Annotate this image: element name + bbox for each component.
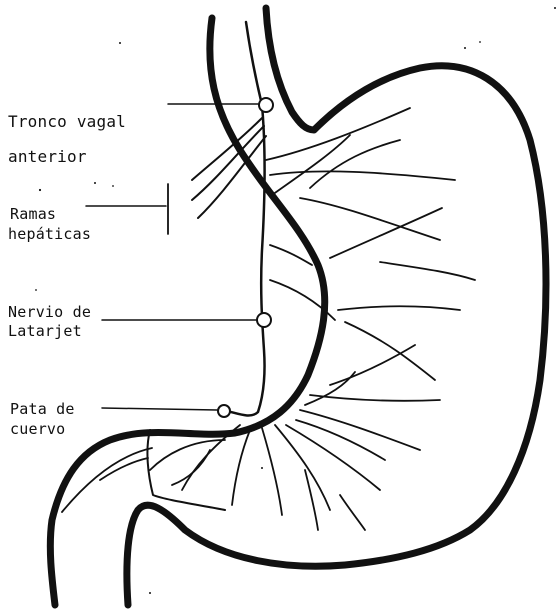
label-tronco-vagal-line1: Tronco vagal	[8, 112, 126, 131]
speckle-dot	[35, 289, 37, 291]
hepatic-branch-2	[192, 126, 264, 200]
speckle-dot	[94, 182, 96, 184]
gastric-branch-8	[338, 306, 460, 310]
antral-branch-9	[340, 495, 365, 530]
lesser-curvature-line	[147, 430, 225, 510]
label-nervio-line1: Nervio de	[8, 303, 91, 322]
latarjet-nerve-trunk	[222, 22, 265, 415]
speckle-dot	[119, 42, 121, 44]
speckle-dot	[39, 189, 41, 191]
antral-branch-7	[172, 450, 210, 485]
speckle-dot	[261, 467, 263, 469]
crow-foot-node	[218, 405, 230, 417]
antral-branch-8	[305, 470, 318, 530]
gastric-branch-12	[330, 345, 415, 385]
gastric-branch-1	[266, 108, 410, 160]
gastric-branch-13	[310, 395, 440, 401]
antral-branch-4	[275, 425, 330, 510]
speckle-dot	[464, 47, 466, 49]
gastric-branch-5	[310, 140, 400, 188]
label-ramas-line2: hepáticas	[8, 225, 91, 244]
gastric-branch-15	[305, 372, 355, 405]
label-pata-line2: cuervo	[10, 420, 65, 439]
label-pata-line1: Pata de	[10, 400, 75, 419]
gastric-branch-6	[330, 208, 442, 258]
esophagus-right-wall	[127, 8, 546, 605]
antral-branch-2	[232, 430, 250, 505]
label-nervio-line2: Latarjet	[8, 322, 82, 341]
speckle-dot	[149, 592, 151, 594]
pylorus-inner-line-1	[62, 448, 152, 512]
antral-branch-10	[150, 440, 225, 470]
label-ramas-line1: Ramas	[10, 205, 56, 224]
gastric-branch-9	[345, 322, 435, 380]
gastric-branch-7	[380, 262, 475, 280]
leader-line-pata-cuervo	[102, 408, 217, 410]
antral-branch-3	[262, 428, 282, 515]
speckle-dot	[479, 41, 481, 43]
label-tronco-vagal-line2: anterior	[8, 147, 87, 166]
vagal-trunk-node	[259, 98, 273, 112]
speckle-dot	[112, 185, 114, 187]
speckle-dot	[554, 7, 556, 9]
esophagus-left-wall	[50, 18, 324, 605]
latarjet-node	[257, 313, 271, 327]
